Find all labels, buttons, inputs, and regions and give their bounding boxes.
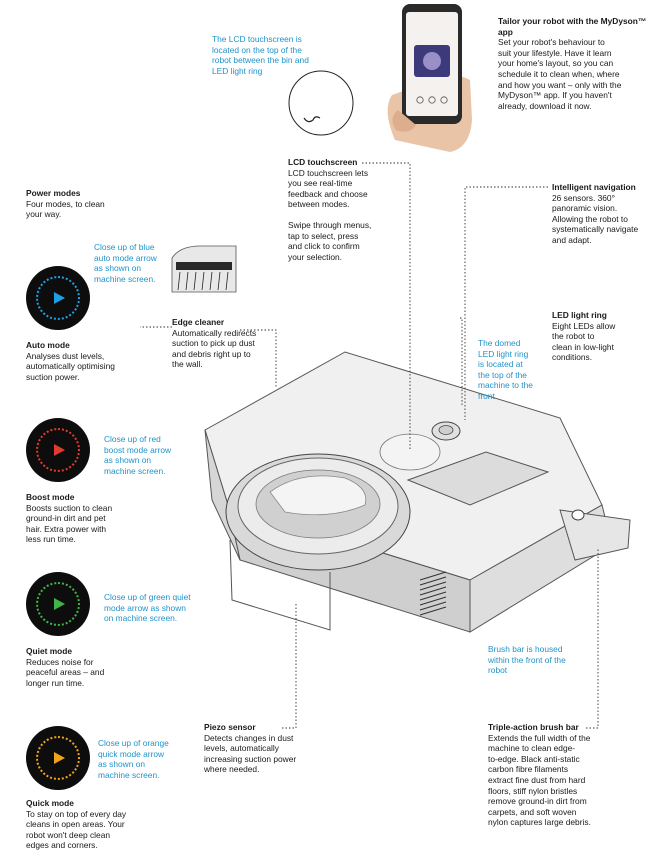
lcd-screen bbox=[379, 433, 441, 471]
quick-mode-callout: Quick mode To stay on top of every day c… bbox=[26, 798, 146, 851]
quick-mode-screen-closeup bbox=[26, 726, 90, 790]
quiet-mode-note: Close up of green quiet mode arrow as sh… bbox=[104, 592, 204, 624]
quick-mode-title: Quick mode bbox=[26, 798, 74, 808]
lcd-location-note-text: The LCD touchscreen is located on the to… bbox=[212, 34, 309, 76]
quick-mode-note-text: Close up of orange quick mode arrow as s… bbox=[98, 738, 169, 780]
led-ring-note: The domed LED light ring is located at t… bbox=[478, 338, 548, 402]
glass-panel bbox=[406, 451, 550, 506]
auto-mode-note-text: Close up of blue auto mode arrow as show… bbox=[94, 242, 157, 284]
edge-cleaner-body: Automatically redirects suction to pick … bbox=[172, 327, 257, 370]
power-modes-callout: Power modes Four modes, to clean your wa… bbox=[26, 188, 136, 220]
lcd-touchscreen-body: LCD touchscreen lets you see real-time f… bbox=[288, 167, 369, 210]
auto-mode-screen-closeup bbox=[26, 266, 90, 330]
piezo-sensor-title: Piezo sensor bbox=[204, 722, 256, 732]
boost-mode-callout: Boost mode Boosts suction to clean groun… bbox=[26, 492, 136, 545]
led-ring-body: Eight LEDs allow the robot to clean in l… bbox=[552, 320, 616, 363]
led-ring-note-text: The domed LED light ring is located at t… bbox=[478, 338, 533, 401]
intelligent-navigation-body: 26 sensors. 360° panoramic vision. Allow… bbox=[552, 192, 639, 245]
quiet-mode-screen-closeup bbox=[26, 572, 90, 636]
quick-mode-note: Close up of orange quick mode arrow as s… bbox=[98, 738, 183, 780]
triple-brush-title: Triple-action brush bar bbox=[488, 722, 579, 732]
auto-mode-arrow-icon bbox=[54, 292, 65, 304]
quiet-mode-callout: Quiet mode Reduces noise for peaceful ar… bbox=[26, 646, 136, 688]
boost-mode-note-text: Close up of red boost mode arrow as show… bbox=[104, 434, 172, 476]
lcd-location-note: The LCD touchscreen is located on the to… bbox=[212, 34, 332, 76]
boost-mode-note: Close up of red boost mode arrow as show… bbox=[104, 434, 189, 476]
quiet-mode-note-text: Close up of green quiet mode arrow as sh… bbox=[104, 592, 191, 624]
boost-mode-screen-closeup bbox=[26, 418, 90, 482]
quick-mode-arrow-icon bbox=[54, 752, 65, 764]
app-note-body: Set your robot's behaviour to suit your … bbox=[498, 37, 622, 111]
lcd-touchscreen-title: LCD touchscreen bbox=[288, 157, 358, 167]
auto-mode-title: Auto mode bbox=[26, 340, 70, 350]
lcd-closeup-circle bbox=[288, 70, 354, 136]
auto-mode-note: Close up of blue auto mode arrow as show… bbox=[94, 242, 174, 284]
hand-with-phone-illustration bbox=[387, 4, 472, 152]
led-ring-title: LED light ring bbox=[552, 310, 607, 320]
power-modes-body: Four modes, to clean your way. bbox=[26, 198, 105, 220]
edge-cleaner-callout: Edge cleaner Automatically redirects suc… bbox=[172, 317, 282, 370]
leader-lines bbox=[140, 162, 599, 729]
auto-mode-body: Analyses dust levels, automatically opti… bbox=[26, 350, 115, 382]
brush-bar-note-text: Brush bar is housed within the front of … bbox=[488, 644, 566, 676]
lcd-touchscreen-callout: LCD touchscreen LCD touchscreen lets you… bbox=[288, 157, 388, 262]
boost-mode-body: Boosts suction to clean ground-in dirt a… bbox=[26, 502, 113, 545]
auto-mode-ring bbox=[36, 276, 80, 320]
quiet-mode-arrow-icon bbox=[54, 598, 65, 610]
brush-bar-note: Brush bar is housed within the front of … bbox=[488, 644, 588, 676]
triple-brush-body: Extends the full width of the machine to… bbox=[488, 732, 591, 828]
quiet-mode-body: Reduces noise for peaceful areas – and l… bbox=[26, 656, 105, 688]
edge-cleaner-title: Edge cleaner bbox=[172, 317, 225, 327]
edge-cleaner-closeup bbox=[171, 245, 237, 293]
auto-mode-callout: Auto mode Analyses dust levels, automati… bbox=[26, 340, 136, 382]
triple-brush-callout: Triple-action brush bar Extends the full… bbox=[488, 722, 618, 828]
boost-mode-title: Boost mode bbox=[26, 492, 75, 502]
power-modes-title: Power modes bbox=[26, 188, 81, 198]
piezo-sensor-callout: Piezo sensor Detects changes in dust lev… bbox=[204, 722, 314, 775]
intelligent-navigation-title: Intelligent navigation bbox=[552, 182, 636, 192]
boost-mode-arrow-icon bbox=[54, 444, 65, 456]
intelligent-navigation-callout: Intelligent navigation 26 sensors. 360° … bbox=[552, 182, 652, 246]
lcd-touchscreen-body2: Swipe through menus, tap to select, pres… bbox=[288, 219, 372, 262]
quiet-mode-title: Quiet mode bbox=[26, 646, 73, 656]
quick-mode-ring bbox=[36, 736, 80, 780]
quiet-mode-ring bbox=[36, 582, 80, 626]
piezo-sensor-body: Detects changes in dust levels, automati… bbox=[204, 732, 297, 775]
led-ring-callout: LED light ring Eight LEDs allow the robo… bbox=[552, 310, 652, 363]
app-note: Tailor your robot with the MyDyson™ app … bbox=[498, 16, 648, 111]
robot-vacuum-body bbox=[204, 351, 631, 633]
boost-mode-ring bbox=[36, 428, 80, 472]
app-note-title: Tailor your robot with the MyDyson™ app bbox=[498, 16, 647, 37]
quick-mode-body: To stay on top of every day cleans in op… bbox=[26, 808, 127, 851]
